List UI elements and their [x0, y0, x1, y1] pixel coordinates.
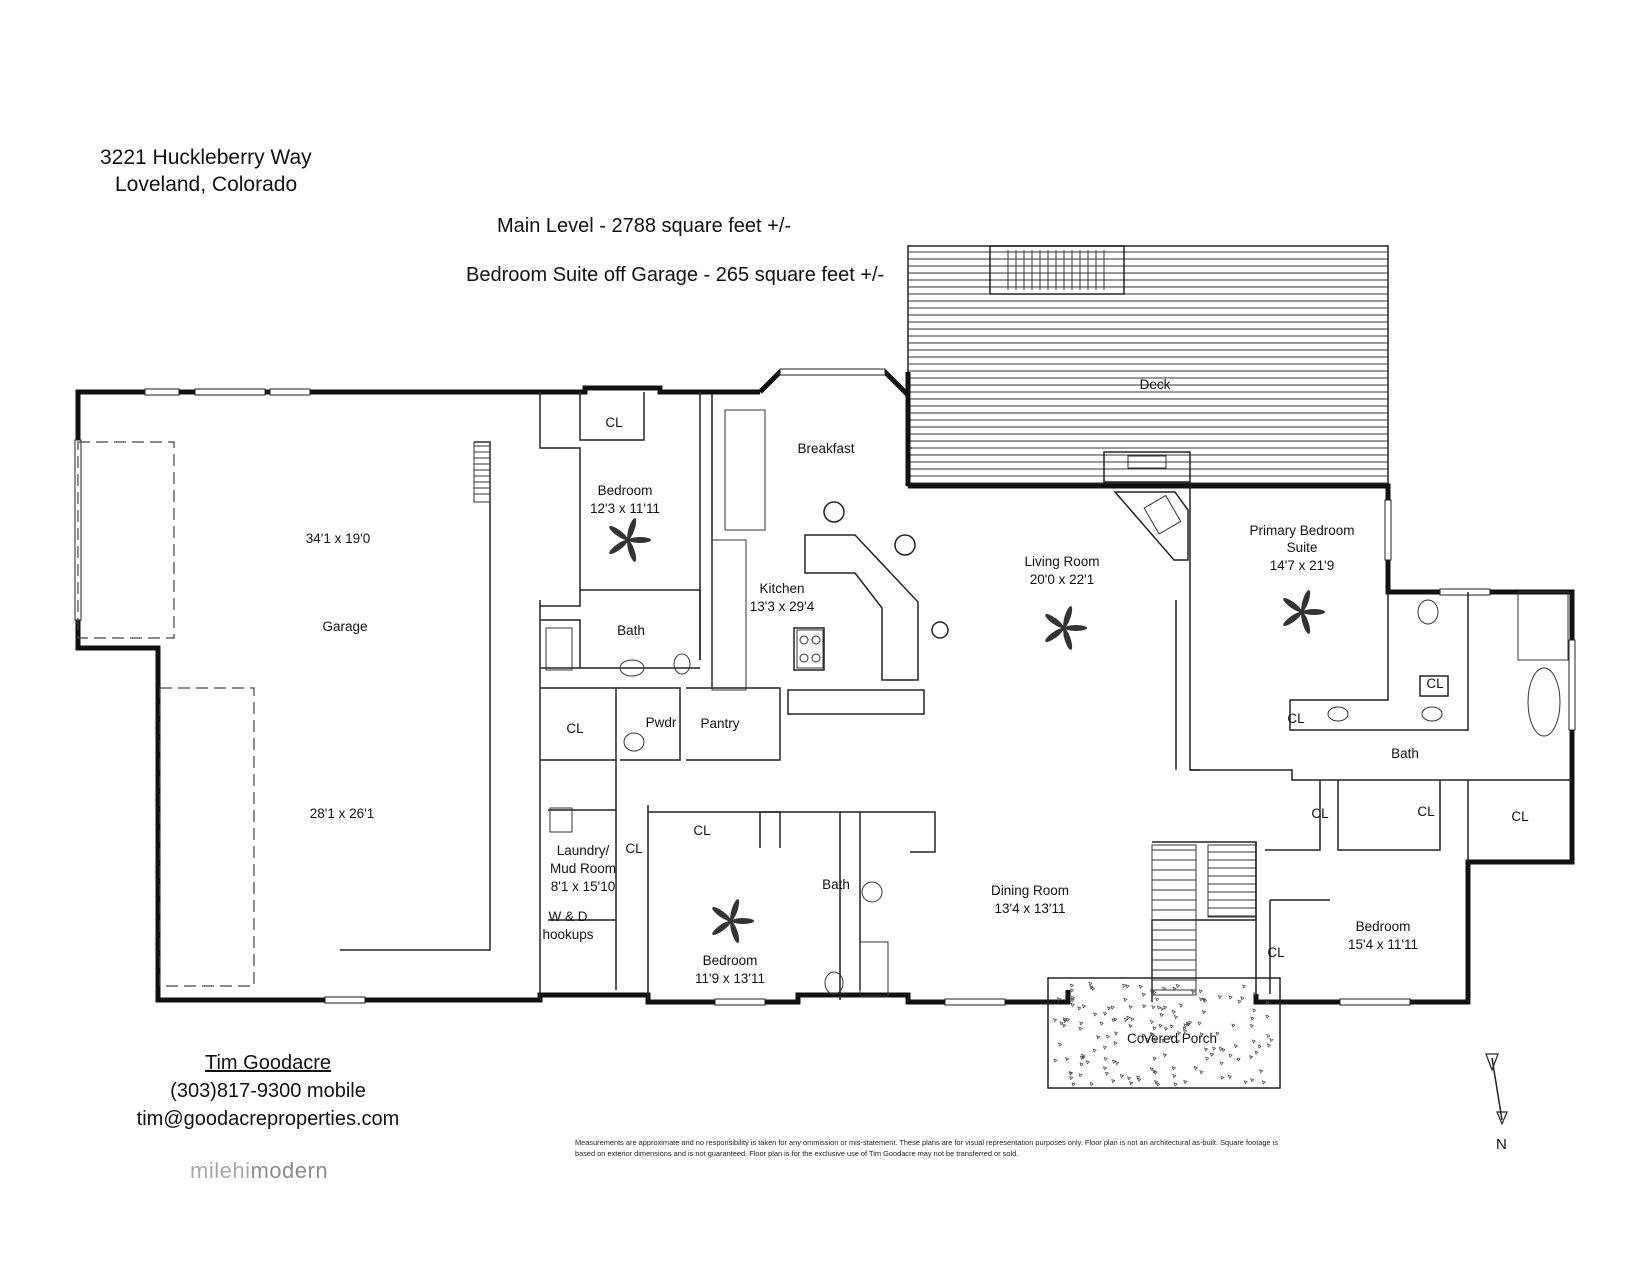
primary-closet-d: CL — [1417, 804, 1435, 819]
brand-part-2: modern — [250, 1158, 329, 1183]
deck — [907, 245, 1389, 487]
bath-fixtures — [545, 591, 1569, 997]
agent-name: Tim Goodacre — [205, 1052, 331, 1074]
front-bedroom-label: Bedroom — [702, 953, 758, 968]
right-bedroom-dimension: 15'4 x 11'11 — [1348, 937, 1418, 952]
laundry-closet-label: CL — [625, 841, 643, 856]
exterior-walls — [75, 369, 1575, 1005]
powder-room-label: Pwdr — [645, 715, 677, 730]
fireplace — [1113, 491, 1189, 561]
primary-closet-b: CL — [1287, 711, 1305, 726]
deck-label: Deck — [1139, 377, 1171, 392]
kitchen-label: Kitchen — [759, 581, 805, 596]
north-arrow-icon — [1485, 1053, 1508, 1126]
suite-area-note: Bedroom Suite off Garage - 265 square fe… — [466, 264, 885, 286]
address-line-2: Loveland, Colorado — [115, 173, 298, 196]
hookups-label: hookups — [542, 927, 594, 942]
brand-logo: milehimodern — [190, 1158, 328, 1184]
kitchen-fixtures — [711, 409, 949, 715]
agent-email: tim@goodacreproperties.com — [136, 1108, 400, 1130]
primary-bath-label: Bath — [1391, 746, 1419, 761]
north-label: N — [1496, 1136, 1507, 1153]
covered-porch — [1047, 977, 1281, 1089]
living-room-dimension: 20'0 x 22'1 — [1029, 572, 1095, 587]
right-bedroom-closet: CL — [1267, 945, 1285, 960]
bedroom-garage-label: Bedroom — [597, 483, 653, 498]
dining-room-dimension: 13'4 x 13'11 — [994, 901, 1066, 916]
primary-closet-e: CL — [1511, 809, 1529, 824]
covered-porch-label: Covered Porch — [1126, 1031, 1218, 1046]
closet-label: CL — [605, 415, 623, 430]
primary-closet-a: CL — [1426, 676, 1444, 691]
disclaimer-line-1: Measurements are approximate and no resp… — [575, 1138, 1279, 1147]
main-stairs — [1151, 844, 1257, 996]
primary-suite-label: Suite — [1286, 540, 1318, 555]
garage-area — [77, 441, 491, 987]
brand-part-1: milehi — [190, 1158, 251, 1183]
garage-upper-dimension: 34'1 x 19'0 — [305, 531, 371, 546]
mud-room-label: Mud Room — [549, 861, 617, 876]
wd-label: W & D — [548, 909, 588, 924]
garage-label: Garage — [322, 619, 368, 634]
pantry-label: Pantry — [700, 716, 740, 731]
garage-lower-dimension: 28'1 x 26'1 — [309, 806, 375, 821]
primary-bedroom-label: Primary Bedroom — [1249, 523, 1355, 538]
mud-closet-label: CL — [566, 721, 584, 736]
bedroom-garage-dimension: 12'3 x 11'11 — [590, 501, 660, 516]
laundry-label: Laundry/ — [556, 843, 610, 858]
front-bath-label: Bath — [822, 877, 850, 892]
breakfast-label: Breakfast — [797, 441, 855, 456]
ceiling-fans — [609, 518, 1325, 943]
address-line-1: 3221 Huckleberry Way — [100, 146, 312, 169]
primary-bedroom-dimension: 14'7 x 21'9 — [1269, 558, 1335, 573]
main-level-area: Main Level - 2788 square feet +/- — [497, 215, 792, 237]
living-room-label: Living Room — [1024, 554, 1100, 569]
laundry-dimension: 8'1 x 15'10 — [550, 879, 616, 894]
range-cooktop — [796, 629, 824, 669]
primary-closet-c: CL — [1311, 806, 1329, 821]
right-bedroom-label: Bedroom — [1355, 919, 1411, 934]
dining-room-label: Dining Room — [990, 883, 1070, 898]
bath-garage-label: Bath — [617, 623, 645, 638]
front-bedroom-closet: CL — [693, 823, 711, 838]
kitchen-dimension: 13'3 x 29'4 — [749, 599, 815, 614]
agent-phone: (303)817-9300 mobile — [170, 1080, 366, 1102]
disclaimer-line-2: based on exterior dimensions and is not … — [575, 1149, 1019, 1158]
front-bedroom-dimension: 11'9 x 13'11 — [695, 971, 765, 986]
windows — [74, 368, 1576, 1006]
